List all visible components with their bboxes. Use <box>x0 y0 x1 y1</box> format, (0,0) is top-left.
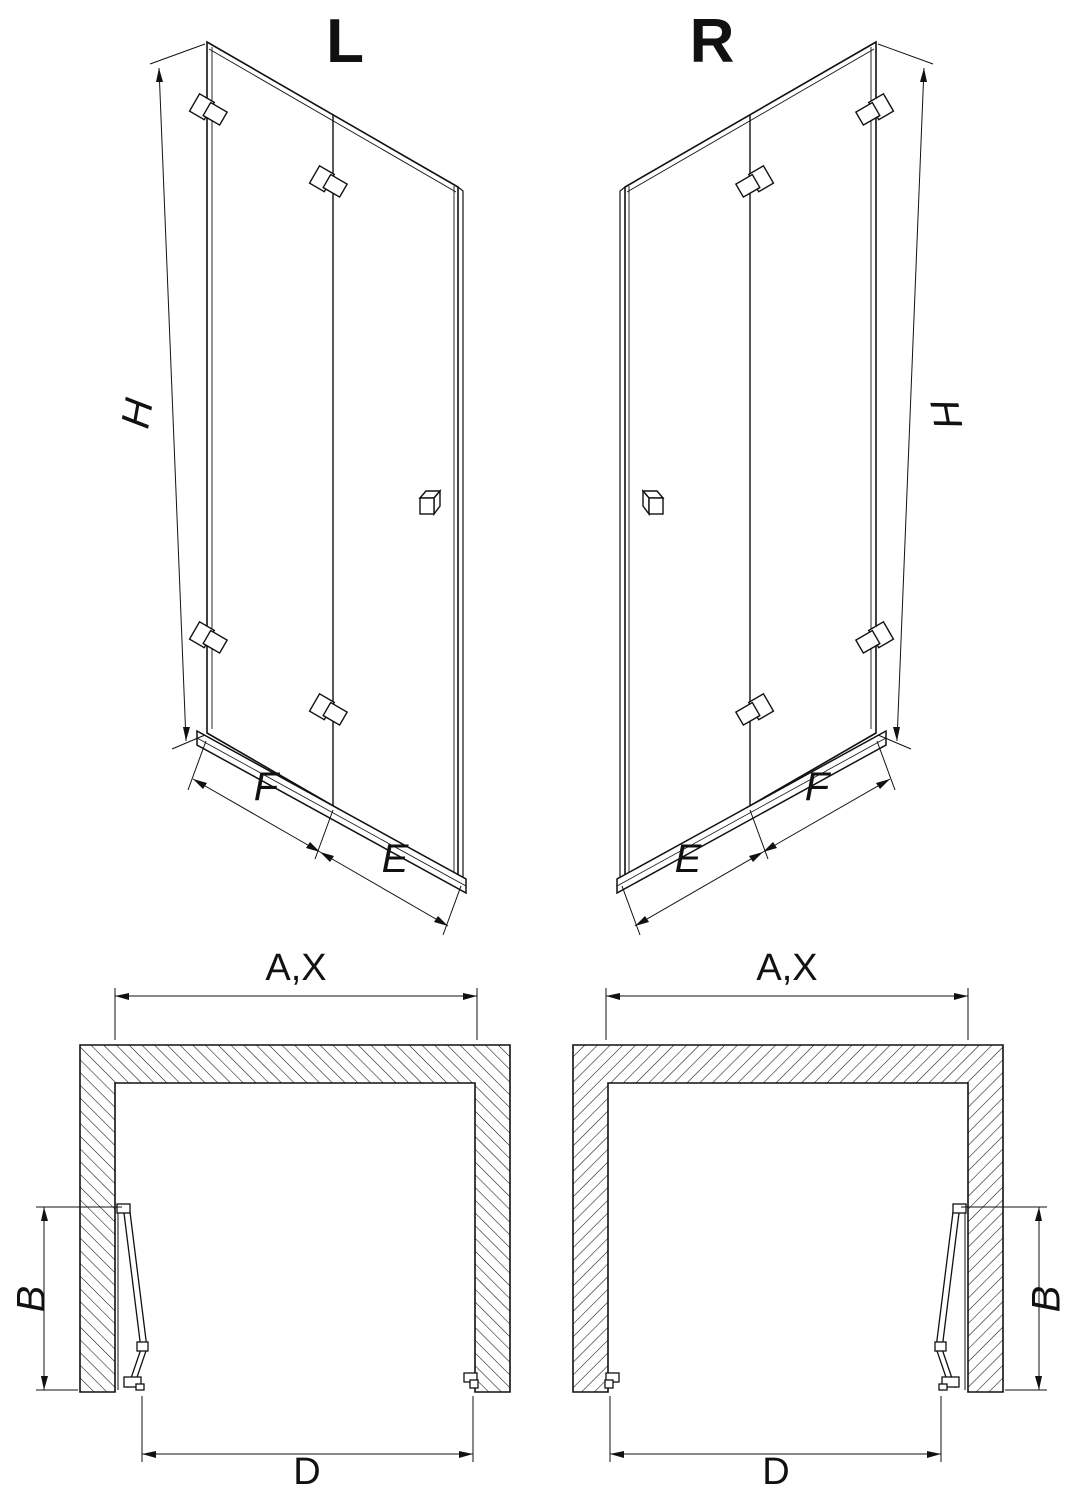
plan-view-right <box>572 987 1048 1463</box>
dim-height-label-left: H <box>113 395 161 431</box>
dim-projection-label-left: B <box>10 1286 54 1313</box>
dim-opening-label-right: D <box>762 1451 789 1490</box>
bifold-door-perspective-right <box>617 42 933 935</box>
dim-e-label-right: E <box>675 837 703 881</box>
dim-e-label-left: E <box>382 837 410 881</box>
dim-f-label-right: F <box>805 765 832 809</box>
dim-opening-label-left: D <box>293 1451 320 1490</box>
dim-total-width-label-right: A,X <box>756 947 817 989</box>
variant-label-left: L <box>326 7 364 76</box>
plan-view-left <box>35 987 511 1463</box>
bifold-door-perspective-left <box>150 42 466 935</box>
dim-height-label-right: H <box>921 396 969 432</box>
dim-projection-label-right: B <box>1025 1286 1069 1313</box>
dim-total-width-label-left: A,X <box>265 947 326 989</box>
dim-f-label-left: F <box>254 765 281 809</box>
variant-label-right: R <box>690 7 735 76</box>
